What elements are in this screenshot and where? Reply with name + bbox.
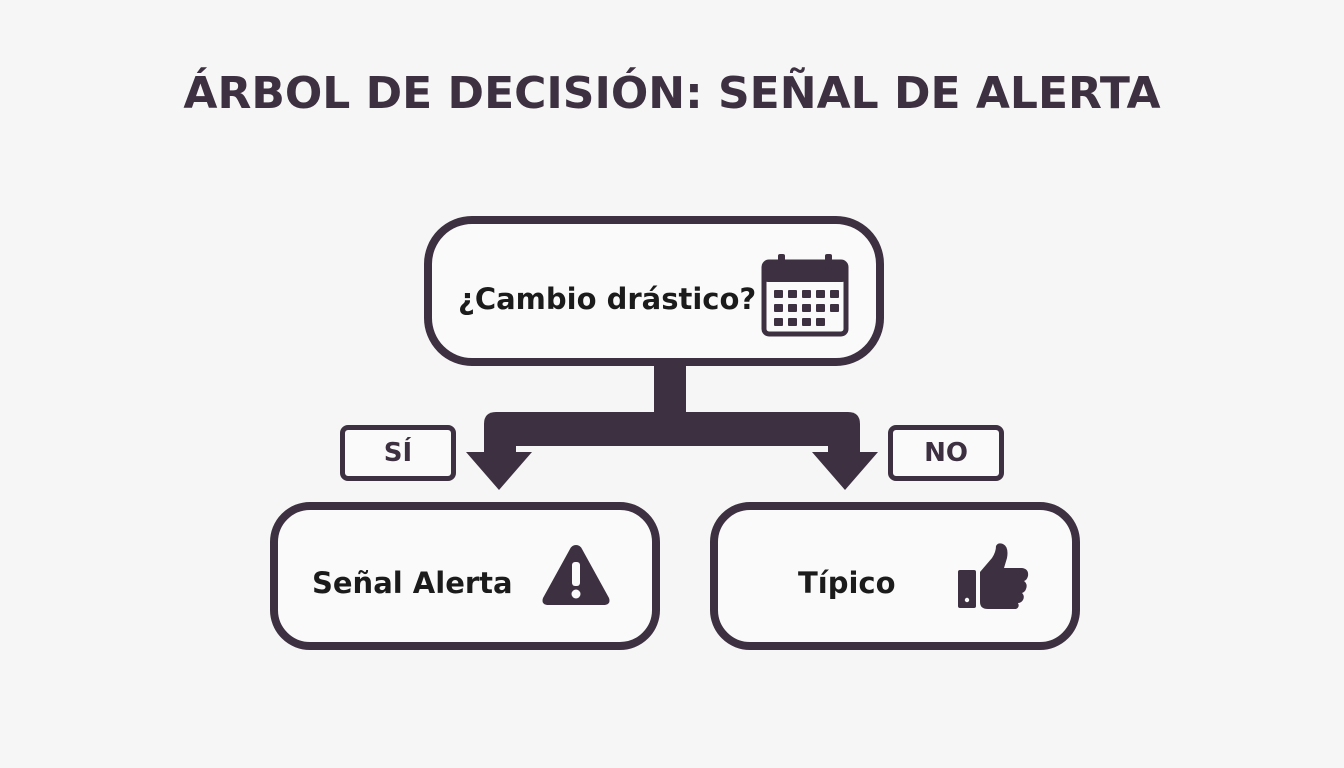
connector-right-drop [828, 440, 860, 454]
connector-stem [654, 364, 686, 414]
alert-node-label: Señal Alerta [312, 566, 513, 600]
arrow-left [466, 452, 532, 490]
outcome-node-typical: Típico [710, 502, 1080, 650]
edge-label-no: NO [888, 425, 1004, 481]
calendar-icon [761, 254, 849, 337]
warning-icon [542, 545, 610, 605]
connector-left-drop [484, 440, 516, 454]
root-decision-node: ¿Cambio drástico? [424, 216, 884, 366]
edge-label-yes: SÍ [340, 425, 456, 481]
typical-node-label: Típico [798, 566, 896, 600]
thumbs-up-icon [958, 543, 1029, 609]
diagram-title: ÁRBOL DE DECISIÓN: SEÑAL DE ALERTA [183, 68, 1161, 119]
connector-crossbar [484, 412, 860, 446]
arrow-right [812, 452, 878, 490]
root-node-label: ¿Cambio drástico? [458, 282, 757, 316]
outcome-node-alert: Señal Alerta [270, 502, 660, 650]
